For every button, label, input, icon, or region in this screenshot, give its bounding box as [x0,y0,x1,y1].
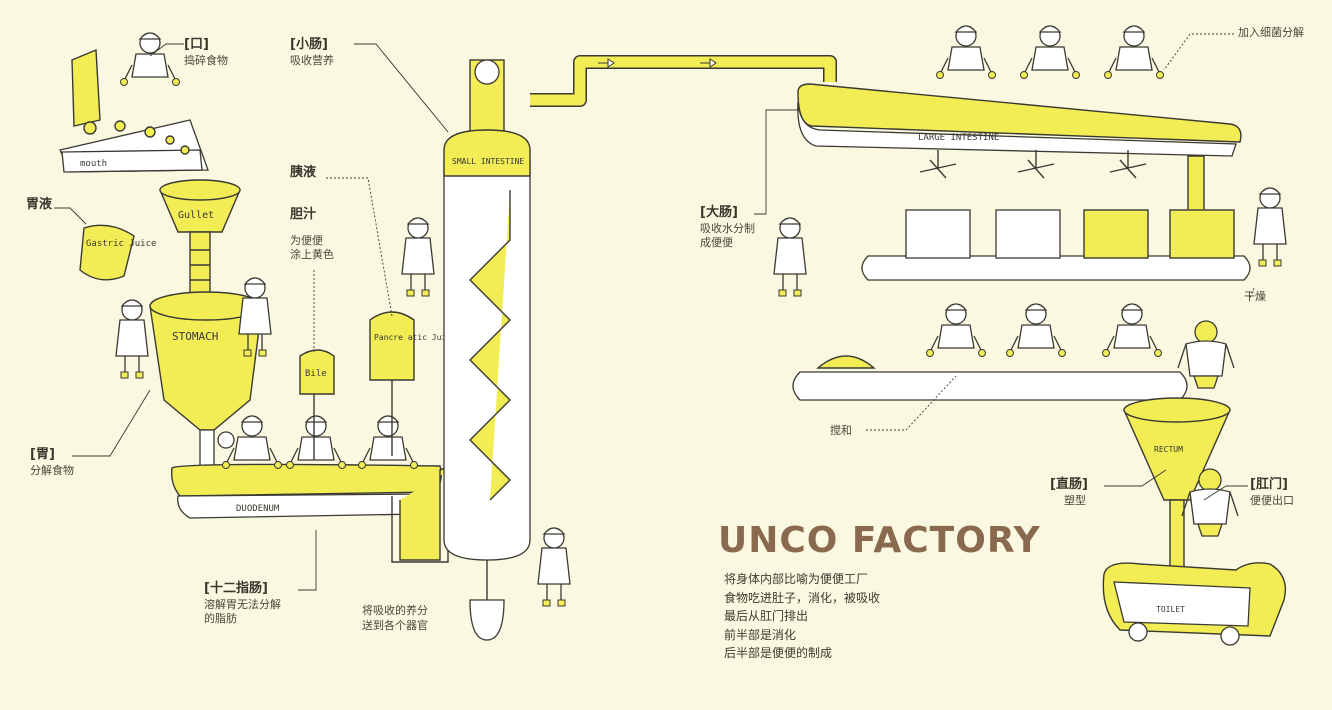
mouth-sub: 捣碎食物 [184,53,228,67]
small-intestine-sub: 吸收营养 [290,53,334,67]
small-intestine-tag: SMALL INTESTINE [452,157,524,166]
large-intestine-tag: LARGE INTESTINE [918,133,999,143]
large-intestine-title: [大肠] [700,205,738,220]
mouth-label: [口] 捣碎食物 [184,36,228,68]
rectum-label: [直肠] 塑型 [1050,476,1088,508]
drying-conveyor [773,187,1287,297]
rectum-tag: RECTUM [1154,445,1183,454]
pancreatic-tag: Pancre atic Juice [374,333,456,342]
bile-sub1: 为便便 [290,233,323,247]
duodenum-tag: DUODENUM [236,504,280,514]
mixing-conveyor [792,303,1235,401]
description-line: 将身体内部比喻为便便工厂 [724,572,869,586]
pancreatic-juice-title: 胰液 [290,165,317,180]
stomach-sub: 分解食物 [30,463,74,477]
page-title: UNCO FACTORY [718,520,1041,561]
gastric-tag: Gastric Juice [86,239,156,249]
gullet-tag: Gullet [178,210,214,221]
stir-sub: 搅和 [830,424,852,437]
large-intestine-label: [大肠] 吸收水分制 成便便 [700,204,755,251]
stomach: STOMACH [149,277,272,471]
small-intestine-label: [小肠] 吸收营养 [290,36,334,68]
duodenum-label: [十二指肠] 溶解胃无法分解 的脂肪 [204,580,281,627]
pancreatic-juice-bottle: Pancre atic Juice [369,311,456,456]
gastric-juice-label: 胃液 [26,196,52,214]
gastric-juice-jar: Gastric Juice [79,224,156,379]
bile-title: 胆汁 [290,207,317,222]
stomach-tag: STOMACH [172,330,218,343]
description-line: 后半部是便便的制成 [724,646,833,661]
gastric-juice-title: 胃液 [26,197,53,212]
nutrients-sub1: 将吸收的养分 [362,604,428,617]
duodenum: DUODENUM [170,415,443,519]
description-line: 前半部是消化 [724,627,797,642]
large-intestine-sub2: 成便便 [700,236,733,250]
small-intestine-tower: SMALL INTESTINE [401,59,571,641]
description-line: 最后从肛门排出 [724,609,809,624]
large-intestine-sub1: 吸收水分制 [700,221,755,235]
duodenum-sub1: 溶解胃无法分解 [204,597,281,611]
bile-bottle: Bile [299,349,335,460]
duodenum-title: [十二指肠] [204,581,268,596]
dry-sub: 干燥 [1244,290,1266,303]
pancreatic-juice-label: 胰液 [290,164,316,182]
anus-label: [肛门] 便便出口 [1250,476,1294,508]
bacteria-sub: 加入细菌分解 [1238,26,1304,39]
description-line: 食物吃进肚子，消化，被吸收 [724,590,881,605]
toilet-car: TOILET [1102,562,1287,646]
mouth-station: mouth [59,32,209,173]
large-intestine: LARGE INTESTINE [797,25,1242,215]
bacteria-label: 加入细菌分解 [1238,26,1304,41]
nutrients-label: 将吸收的养分 送到各个器官 [362,604,428,634]
stomach-title: [胃] [30,447,55,462]
mouth-title: [口] [184,37,209,52]
rectum-title: [直肠] [1050,477,1088,492]
bile-sub2: 涂上黄色 [290,248,334,262]
stomach-label: [胃] 分解食物 [30,446,74,478]
mouth-tag: mouth [80,159,107,169]
rectum: RECTUM [1123,397,1239,581]
gullet: Gullet [159,179,241,301]
dryer-fans [919,150,1147,179]
bile-tag: Bile [305,369,327,379]
rectum-sub: 塑型 [1064,493,1086,507]
toilet-tag: TOILET [1156,605,1185,614]
dry-label: 干燥 [1244,290,1266,305]
anus-sub: 便便出口 [1250,493,1294,507]
anus-title: [肛门] [1250,477,1288,492]
stir-label: 搅和 [830,424,852,439]
small-intestine-title: [小肠] [290,37,328,52]
bile-label: 胆汁 为便便 涂上黄色 [290,206,334,263]
nutrients-sub2: 送到各个器官 [362,618,428,632]
duodenum-sub2: 的脂肪 [204,612,237,626]
description: 将身体内部比喻为便便工厂 食物吃进肚子，消化，被吸收 最后从肛门排出 前半部是消… [724,570,880,663]
